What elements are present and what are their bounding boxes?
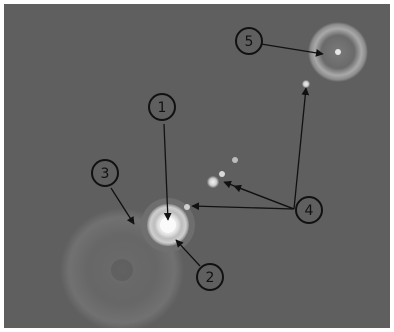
callout-4-text: 4 — [305, 203, 314, 219]
bright-spot — [207, 176, 219, 188]
ring-center-dot — [335, 49, 341, 55]
bright-spot — [184, 204, 190, 210]
microscopy-image: 1 2 3 4 5 — [4, 4, 390, 328]
callout-3-text: 3 — [101, 166, 110, 182]
callout-2-text: 2 — [206, 270, 215, 286]
bright-spot — [232, 157, 238, 163]
bright-spot — [219, 171, 225, 177]
halo-center — [111, 259, 133, 281]
bright-spot — [302, 80, 310, 88]
callout-1-text: 1 — [158, 100, 167, 116]
callout-5-text: 5 — [245, 34, 254, 50]
